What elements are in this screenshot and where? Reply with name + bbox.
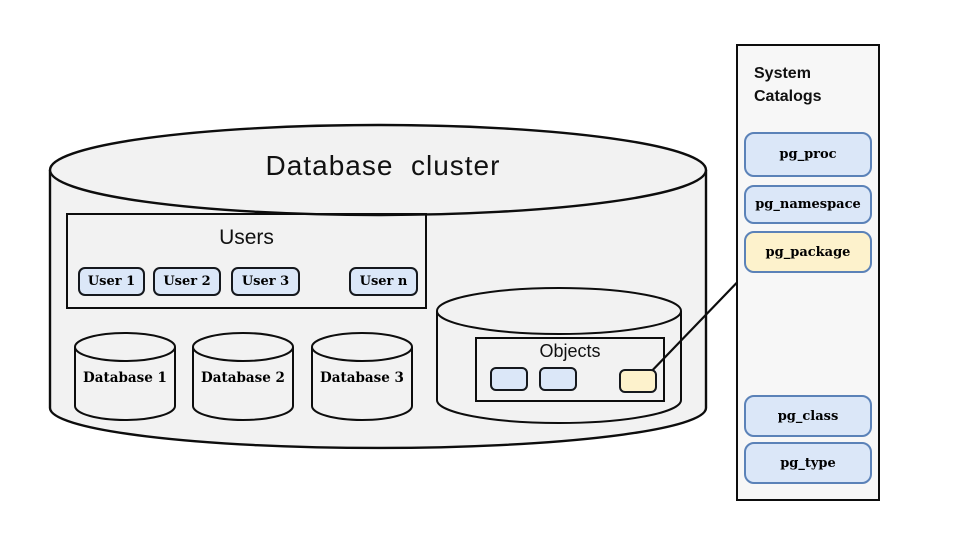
database-1-label: Database 1	[83, 370, 167, 386]
object-chip-2	[539, 367, 577, 391]
catalog-pg-class-box: pg_class	[744, 395, 872, 437]
system-catalogs-title: System Catalogs	[754, 65, 822, 106]
objects-group-box	[475, 337, 665, 402]
user-2-box: User 2	[153, 267, 221, 296]
database-2-cylinder	[192, 332, 294, 421]
users-group-box	[66, 213, 427, 309]
objects-group-title: Objects	[539, 341, 601, 361]
user-1-box: User 1	[78, 267, 145, 296]
users-group-title: Users	[219, 226, 274, 249]
object-chip-yellow	[619, 369, 657, 393]
catalog-pg-type-box: pg_type	[744, 442, 872, 484]
object-chip-1	[490, 367, 528, 391]
catalog-pg-namespace-box: pg_namespace	[744, 185, 872, 224]
database-3-cylinder	[311, 332, 413, 421]
database-cluster-title: Database cluster	[265, 150, 501, 181]
catalog-pg-package-box: pg_package	[744, 231, 872, 273]
database-1-cylinder	[74, 332, 176, 421]
catalog-pg-proc-box: pg_proc	[744, 132, 872, 177]
user-n-box: User n	[349, 267, 418, 296]
user-3-box: User 3	[231, 267, 300, 296]
object-to-pg-package-arrow	[644, 267, 752, 379]
database-3-label: Database 3	[320, 370, 404, 386]
database-2-label: Database 2	[201, 370, 285, 386]
